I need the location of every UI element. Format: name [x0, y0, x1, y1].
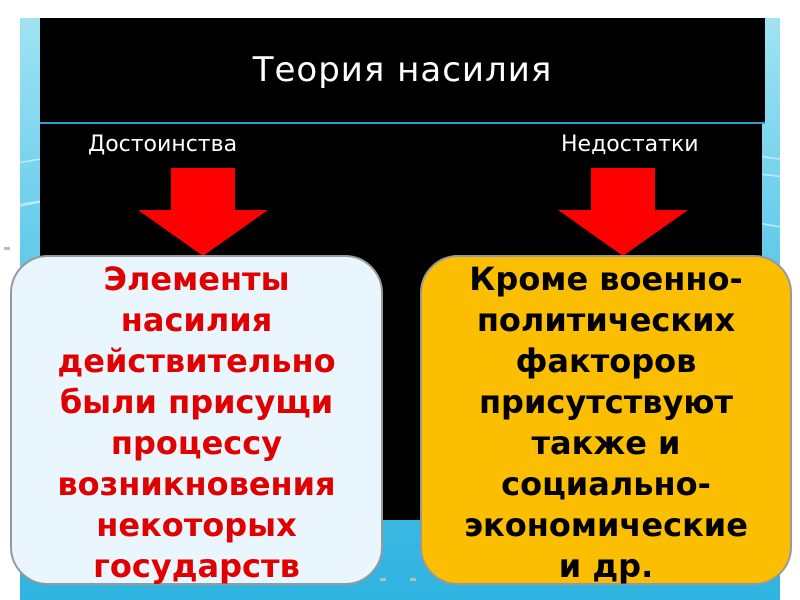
advantages-text: Элементы насилия действительно были прис…: [57, 260, 336, 585]
slide-mark: [380, 578, 386, 581]
down-arrow-icon: [558, 168, 688, 256]
down-arrow-icon: [138, 168, 268, 256]
disadvantages-card: Кроме военно- политических факторов прис…: [420, 255, 792, 585]
disadvantages-heading: Недостатки: [561, 132, 699, 157]
slide-title: Теория насилия: [252, 50, 553, 90]
title-bar: Теория насилия: [40, 18, 765, 124]
slide-mark: [4, 247, 10, 250]
slide-mark: [410, 578, 416, 581]
advantages-card: Элементы насилия действительно были прис…: [10, 255, 383, 585]
disadvantages-text: Кроме военно- политических факторов прис…: [464, 260, 748, 585]
advantages-heading: Достоинства: [88, 132, 238, 157]
